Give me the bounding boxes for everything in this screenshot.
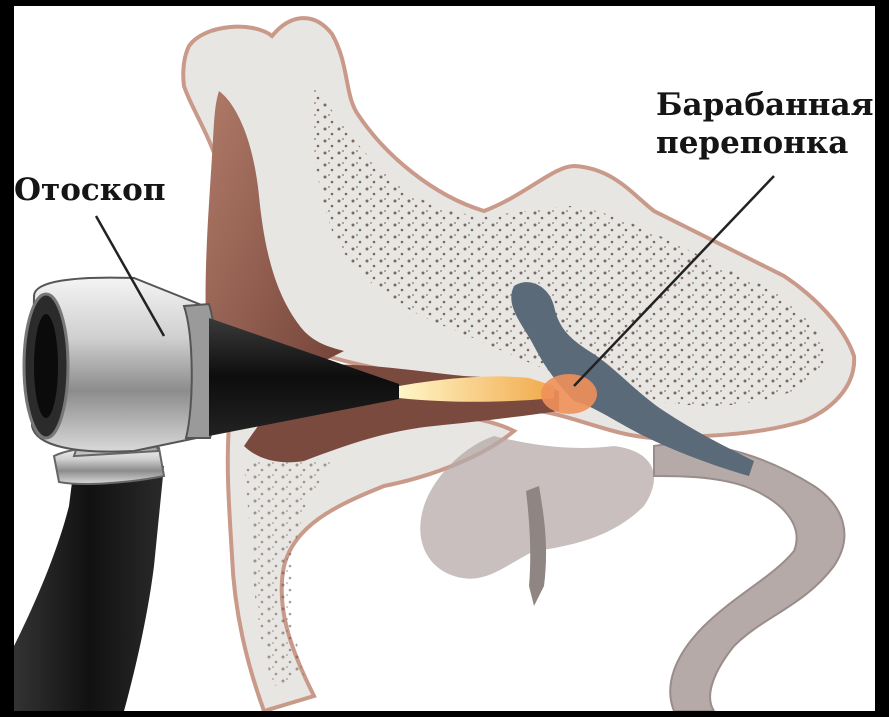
- diagram-canvas: Отоскоп Барабанная перепонка: [14, 6, 875, 711]
- eardrum-label: Барабанная перепонка: [656, 86, 873, 162]
- otoscope-lens: [34, 314, 58, 418]
- eardrum: [541, 374, 597, 414]
- otoscope-handle: [14, 466, 164, 711]
- eustachian-tube: [654, 444, 844, 711]
- otoscope-label: Отоскоп: [14, 171, 166, 209]
- eardrum-label-line1: Барабанная: [656, 86, 873, 124]
- eardrum-label-line2: перепонка: [656, 124, 873, 162]
